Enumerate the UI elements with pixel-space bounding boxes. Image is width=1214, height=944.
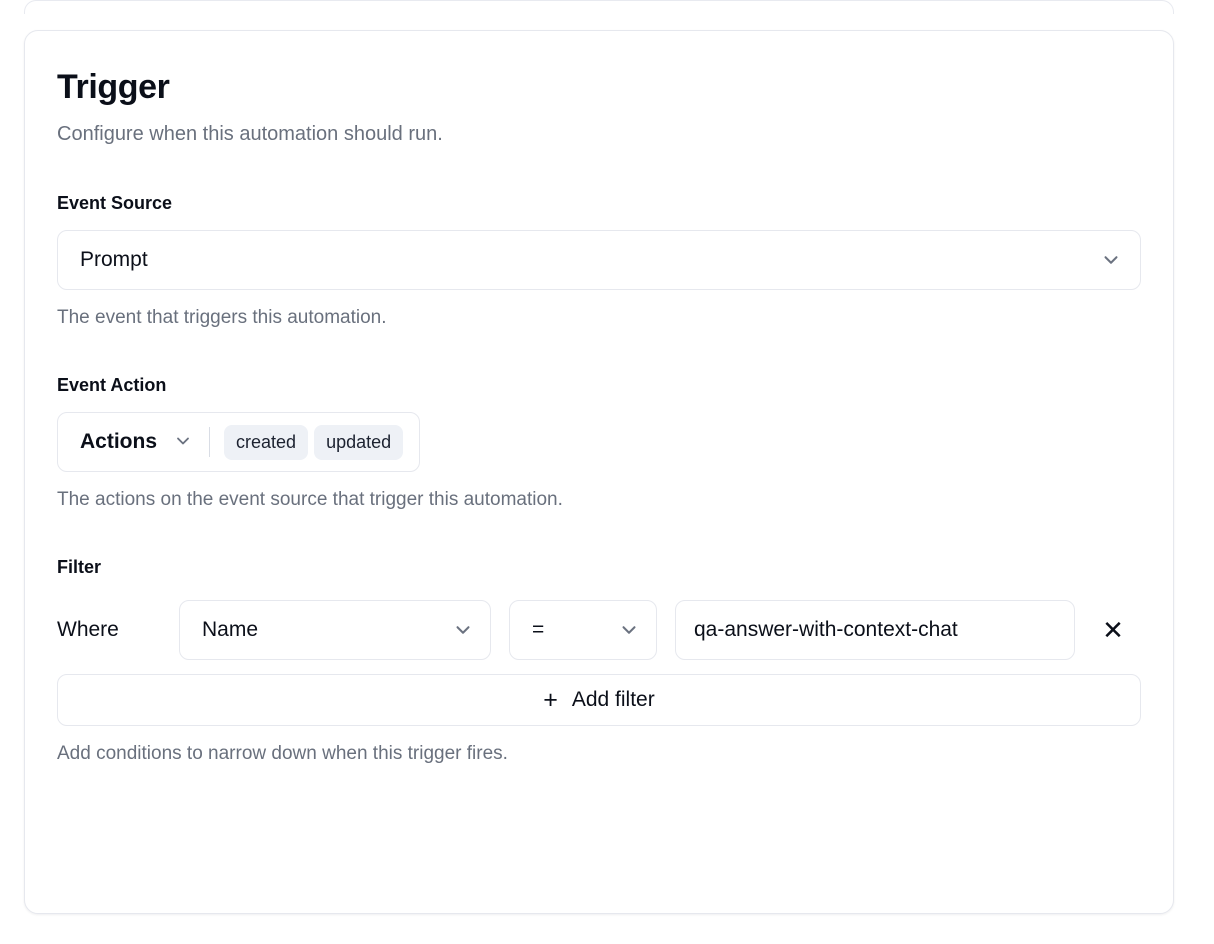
- chevron-down-icon: [1100, 249, 1122, 271]
- filter-operator-value: =: [532, 618, 545, 642]
- event-source-select[interactable]: Prompt: [57, 230, 1141, 291]
- filter-value-input[interactable]: [675, 600, 1075, 661]
- chevron-down-icon: [452, 619, 474, 641]
- filter-label: Filter: [57, 557, 102, 578]
- trigger-card: Trigger Configure when this automation s…: [24, 30, 1174, 914]
- status-badge[interactable]: created: [224, 424, 309, 460]
- event-action-combo: Actions created updated: [57, 412, 421, 473]
- page-subtitle: Configure when this automation should ru…: [57, 123, 443, 146]
- event-action-select[interactable]: Actions: [80, 430, 195, 454]
- event-action-value: Actions: [80, 430, 158, 454]
- event-action-helper: The actions on the event source that tri…: [57, 489, 563, 511]
- event-source-value: Prompt: [80, 248, 148, 272]
- add-filter-button[interactable]: + Add filter: [57, 674, 1141, 727]
- add-filter-label: Add filter: [571, 688, 655, 712]
- filter-operator-select[interactable]: =: [509, 600, 657, 661]
- filter-row: Where Name = ✕: [57, 600, 1141, 661]
- status-badge[interactable]: updated: [314, 424, 404, 460]
- chevron-down-icon: [618, 619, 640, 641]
- where-label: Where: [57, 618, 119, 642]
- filter-helper: Add conditions to narrow down when this …: [57, 743, 508, 765]
- clipped-card-above: [24, 0, 1174, 14]
- filter-field-value: Name: [202, 618, 259, 642]
- divider: [209, 427, 211, 458]
- event-source-label: Event Source: [57, 193, 173, 214]
- plus-icon: +: [543, 685, 558, 714]
- event-action-badges: created updated: [224, 424, 404, 460]
- event-action-label: Event Action: [57, 375, 167, 396]
- filter-field-select[interactable]: Name: [179, 600, 491, 661]
- page-title: Trigger: [57, 68, 170, 106]
- chevron-down-icon: [173, 431, 195, 453]
- event-source-helper: The event that triggers this automation.: [57, 307, 387, 329]
- close-icon[interactable]: ✕: [1093, 610, 1133, 650]
